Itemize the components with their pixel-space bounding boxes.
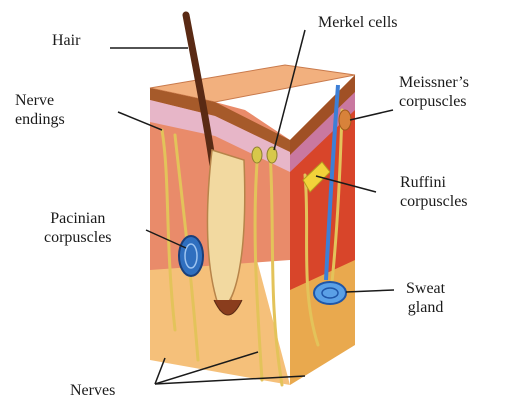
label-ruffini-line1: Ruffini (400, 173, 468, 192)
label-nerve-endings: Nerve endings (15, 91, 65, 129)
label-nerve-endings-line1: Nerve (15, 91, 65, 110)
merkel-cell (252, 147, 262, 163)
label-sweat-gland: Sweat gland (406, 279, 445, 317)
label-hair: Hair (52, 31, 80, 50)
label-nerve-endings-line2: endings (15, 110, 65, 129)
label-meissners-corpuscles: Meissner’s corpuscles (399, 73, 469, 111)
label-sweat-gland-line1: Sweat (406, 279, 445, 298)
label-merkel-cells: Merkel cells (318, 13, 398, 32)
meissner-corpuscle (339, 110, 351, 130)
sweat-gland-coil (314, 282, 346, 304)
label-ruffini-corpuscles: Ruffini corpuscles (400, 173, 468, 211)
nerves-leader-2 (155, 358, 165, 384)
label-meissners-line2: corpuscles (399, 92, 469, 111)
label-meissners-line1: Meissner’s (399, 73, 469, 92)
label-nerves: Nerves (70, 381, 115, 400)
meissner-leader (350, 110, 393, 120)
label-ruffini-line2: corpuscles (400, 192, 468, 211)
merkel-cell (267, 147, 277, 163)
pacinian-corpuscle (179, 236, 203, 276)
label-sweat-gland-line2: gland (406, 298, 445, 317)
label-pacinian-line2: corpuscles (44, 228, 112, 247)
label-pacinian-corpuscles: Pacinian corpuscles (44, 209, 112, 247)
label-pacinian-line1: Pacinian (44, 209, 112, 228)
